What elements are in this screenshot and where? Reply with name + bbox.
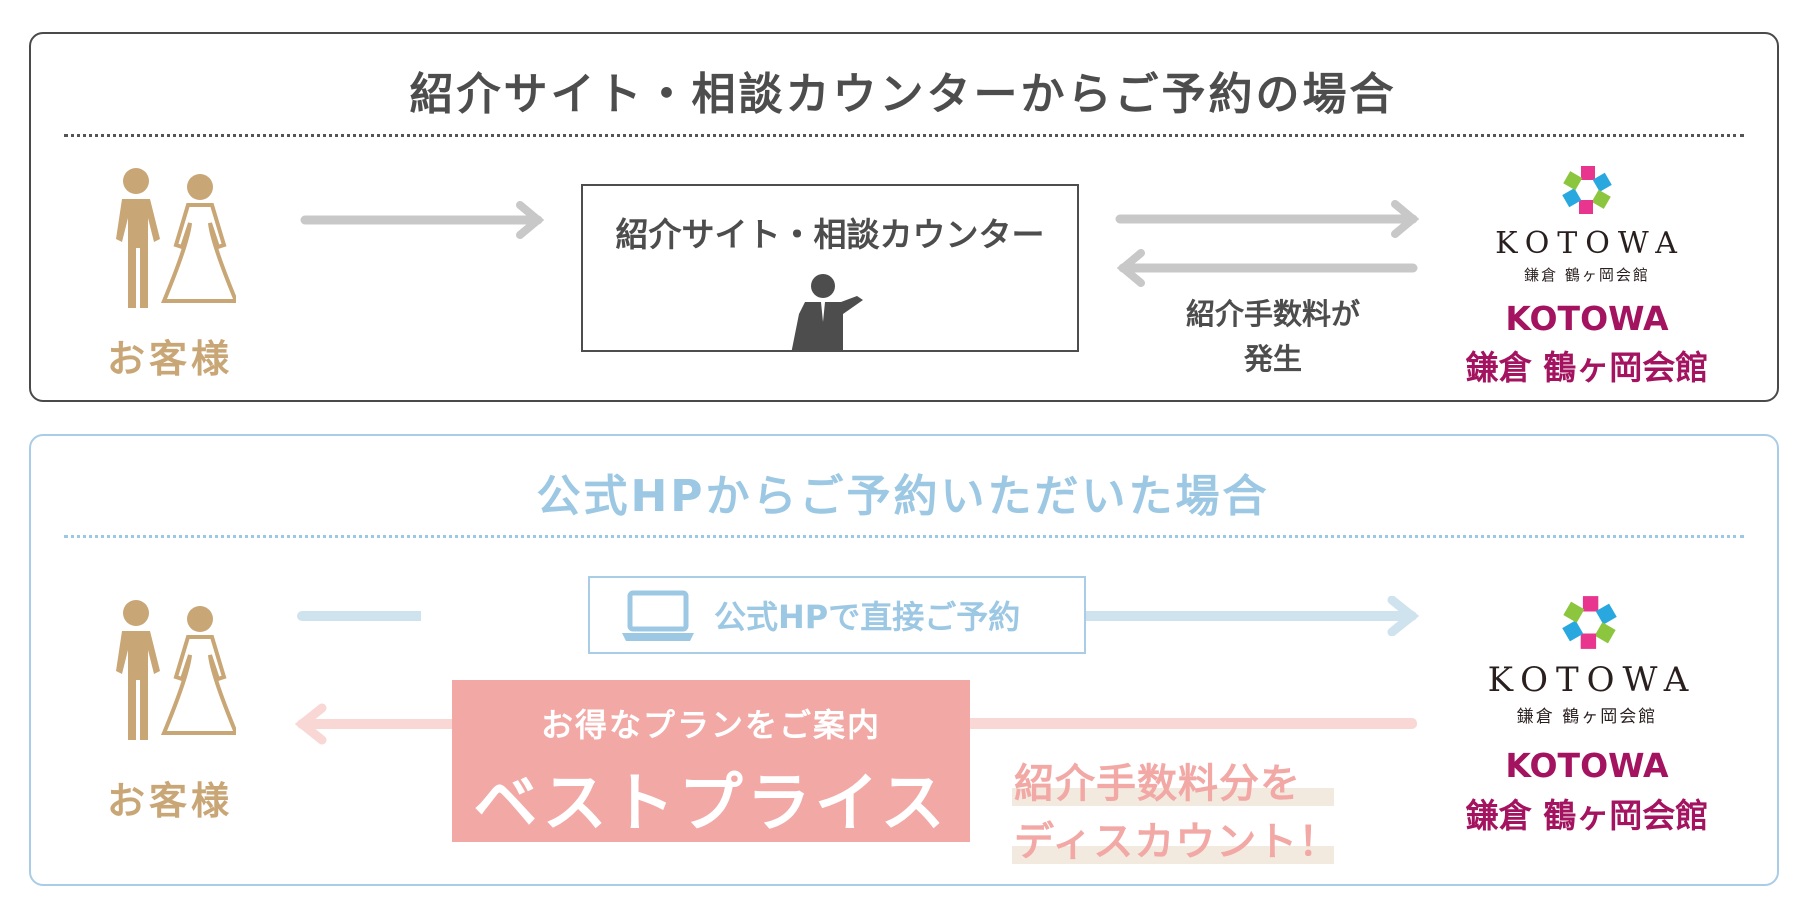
referral-counter-label: 紹介サイト・相談カウンター — [615, 215, 1045, 254]
direct-booking-label: 公式HPで直接ご予約 — [714, 598, 1021, 636]
logo-text: KOTOWA — [1495, 226, 1685, 261]
arrow-line — [297, 611, 421, 621]
venue-location: 鎌倉 鶴ヶ岡会館 — [1465, 348, 1709, 387]
arrow-right-icon — [1086, 596, 1420, 636]
direct-booking-box: 公式HPで直接ご予約 — [588, 576, 1086, 654]
laptop-icon — [622, 590, 694, 641]
highlight — [1012, 788, 1334, 806]
venue-name: KOTOWA — [1505, 746, 1669, 785]
guest-label: お客様 — [106, 337, 234, 381]
fee-line-1: 紹介手数料が — [1185, 297, 1361, 331]
arrow-right-icon — [300, 201, 545, 239]
divider — [64, 134, 1744, 137]
discount-line-2: ディスカウント！ — [1014, 819, 1340, 865]
discount-note: 紹介手数料分を ディスカウント！ — [1014, 755, 1339, 871]
venue-name: KOTOWA — [1505, 299, 1669, 338]
logo-subtext: 鎌倉 鶴ヶ岡会館 — [1516, 707, 1658, 727]
discount-line-1: 紹介手数料分を — [1014, 761, 1301, 807]
logo-text: KOTOWA — [1487, 660, 1697, 700]
logo-subtext: 鎌倉 鶴ヶ岡会館 — [1524, 266, 1650, 284]
venue-location: 鎌倉 鶴ヶ岡会館 — [1465, 796, 1709, 835]
two-way-arrows-icon — [1115, 200, 1420, 287]
kotowa-logo-icon — [1562, 596, 1617, 649]
fee-line-2: 発生 — [1243, 342, 1303, 376]
highlight — [1012, 846, 1334, 864]
guest-label: お客様 — [106, 779, 234, 823]
referral-section-title: 紹介サイト・相談カウンターからご予約の場合 — [409, 69, 1397, 120]
couple-icon — [114, 167, 236, 310]
kotowa-logo-icon — [1562, 166, 1612, 214]
plan-guide-text: お得なプランをご案内 — [540, 706, 881, 744]
official-site-section — [29, 434, 1779, 886]
referral-section — [29, 32, 1779, 402]
official-section-title: 公式HPからご予約いただいた場合 — [536, 471, 1270, 522]
staff-person-icon — [791, 274, 863, 352]
arrow-left-icon — [294, 703, 467, 745]
divider — [64, 535, 1744, 538]
referral-counter-box: 紹介サイト・相談カウンター — [581, 184, 1079, 352]
arrow-line — [965, 718, 1417, 729]
best-price-box: お得なプランをご案内 ベストプライス — [452, 680, 970, 842]
couple-icon — [114, 599, 236, 742]
best-price-text: ベストプライス — [473, 767, 949, 841]
referral-fee-note: 紹介手数料が 発生 — [1186, 292, 1360, 382]
